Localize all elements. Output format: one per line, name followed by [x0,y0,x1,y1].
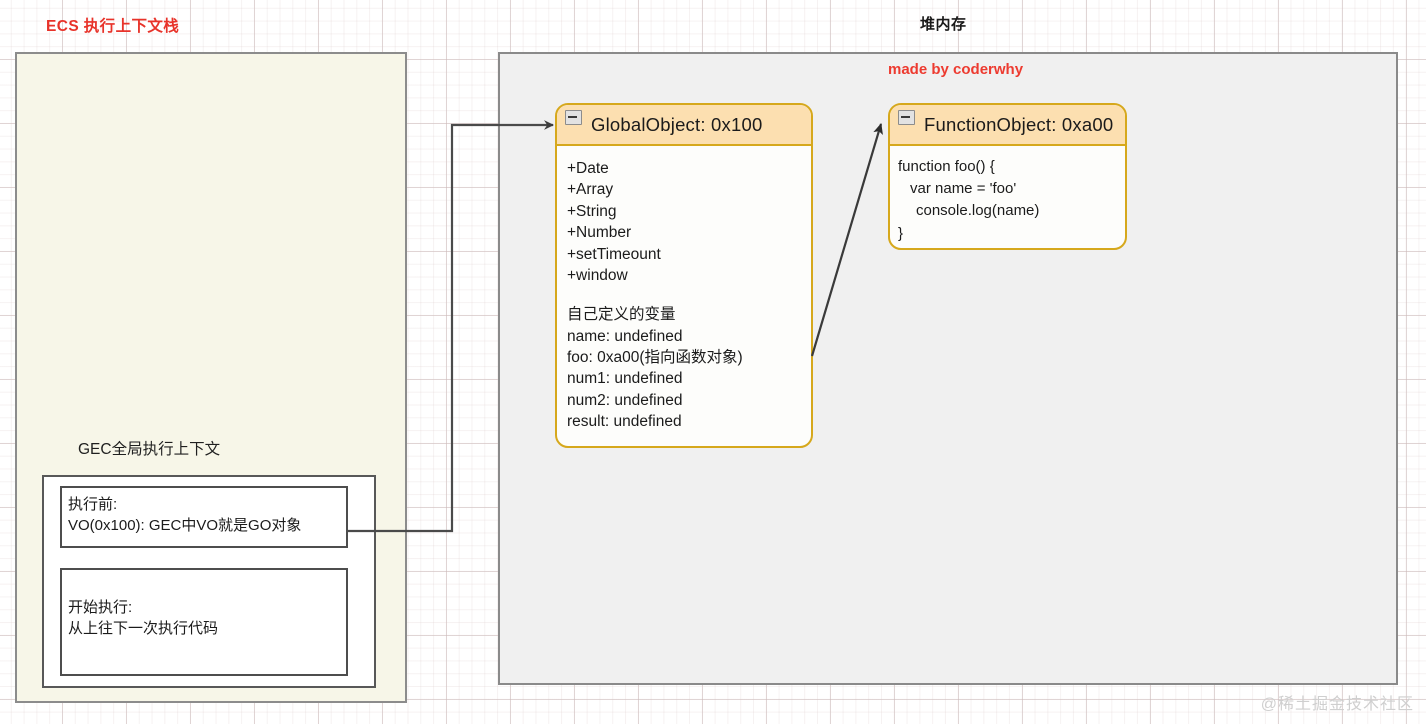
custom-var: name: undefined [567,327,683,345]
function-object-body: function foo() { var name = 'foo' consol… [890,146,1125,245]
minus-icon[interactable] [898,110,915,125]
global-builtin: +Number [567,224,632,242]
global-object-title: GlobalObject: 0x100 [591,113,763,135]
code-line: console.log(name) [916,202,1040,220]
global-builtin: +Array [567,181,614,199]
heap-panel-title: 堆内存 [920,16,967,33]
global-object-body: +Date +Array +String +Number +setTimeoun… [557,146,811,433]
global-builtin: +setTimeount [567,245,661,263]
connector-vo-to-globalobject [348,120,554,533]
custom-var: result: undefined [567,413,682,431]
custom-var: num1: undefined [567,370,683,388]
before-execution-box: 执行前: VO(0x100): GEC中VO就是GO对象 [60,486,348,548]
before-execution-line-1: 执行前: [68,496,118,513]
code-line: var name = 'foo' [910,180,1017,198]
code-line: } [898,224,904,242]
global-builtin: +Date [567,160,609,177]
global-builtin: +String [567,202,617,220]
site-watermark: @稀土掘金技术社区 [1260,696,1414,713]
connector-foo-to-functionobject [810,123,883,357]
custom-var: num2: undefined [567,391,683,409]
function-object-title: FunctionObject: 0xa00 [924,113,1114,135]
global-builtin: +window [567,266,628,284]
custom-vars-heading: 自己定义的变量 [567,306,676,324]
start-execution-line-1: 开始执行: [68,599,133,616]
global-object-node[interactable]: GlobalObject: 0x100 +Date +Array +String… [555,103,813,448]
credit-label: made by coderwhy [888,61,1024,78]
function-object-header: FunctionObject: 0xa00 [890,105,1125,146]
stack-panel-title: ECS 执行上下文栈 [46,18,180,35]
custom-var: foo: 0xa00(指向函数对象) [567,349,743,366]
start-execution-line-2: 从上往下一次执行代码 [68,620,219,638]
code-line: function foo() { [898,158,995,175]
minus-icon[interactable] [565,110,582,125]
start-execution-box: 开始执行: 从上往下一次执行代码 [60,568,348,676]
function-object-node[interactable]: FunctionObject: 0xa00 function foo() { v… [888,103,1127,250]
global-object-header: GlobalObject: 0x100 [557,105,811,146]
gec-context-label: GEC全局执行上下文 [78,441,221,458]
before-execution-line-2: VO(0x100): GEC中VO就是GO对象 [68,517,302,535]
